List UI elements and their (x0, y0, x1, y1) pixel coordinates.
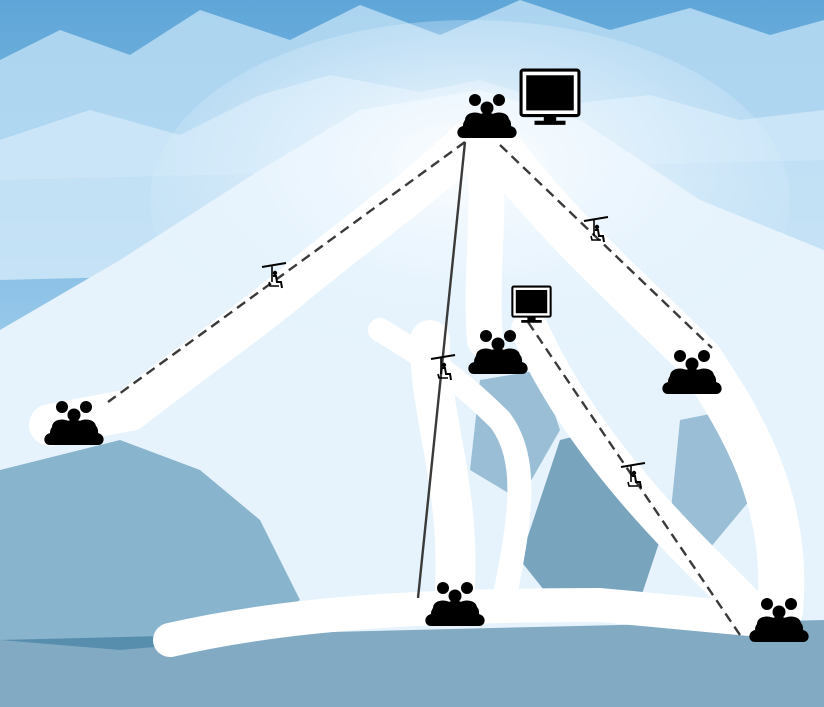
trail-lower (153, 588, 777, 657)
monitor-icon[interactable] (519, 68, 581, 127)
trail-mid-east (511, 311, 779, 639)
monitor-icon[interactable] (511, 285, 552, 324)
trail-connector (368, 318, 532, 607)
lift-line-west (107, 141, 466, 403)
forest-patch (0, 440, 300, 650)
lift-line-east (499, 144, 713, 349)
trail-center (465, 132, 505, 358)
trail-west (29, 119, 491, 446)
